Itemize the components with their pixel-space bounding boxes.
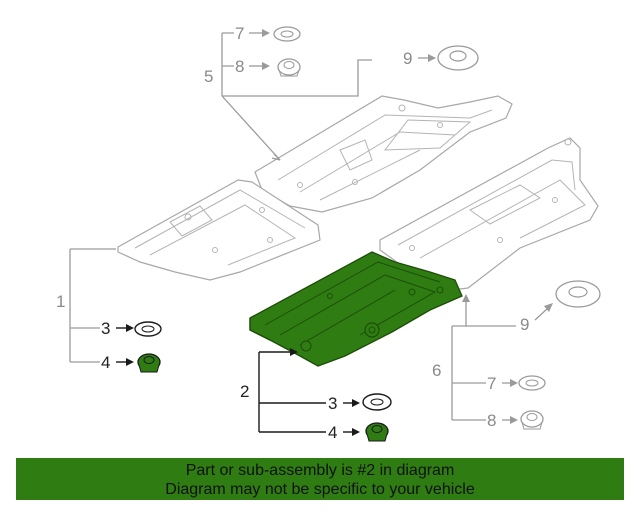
washer-7-top[interactable]: [273, 26, 301, 42]
callout-3-left: 3: [101, 319, 110, 338]
banner-line-2: Diagram may not be specific to your vehi…: [165, 481, 475, 498]
left-underbody-shield[interactable]: [117, 179, 321, 281]
highlighted-shield-part-2[interactable]: [249, 251, 463, 367]
callout-9-top: 9: [403, 49, 412, 68]
callout-4-left: 4: [101, 353, 110, 372]
nut-4-left[interactable]: [137, 353, 161, 373]
callout-4-center: 4: [328, 423, 337, 442]
callout-5: 5: [204, 67, 213, 86]
rear-underbody-shield[interactable]: [254, 95, 513, 213]
grommet-9-right[interactable]: [555, 280, 601, 308]
callout-8-right: 8: [487, 411, 496, 430]
nut-8-right[interactable]: [520, 410, 544, 430]
nut-4-center[interactable]: [365, 422, 389, 442]
callout-3-center: 3: [328, 394, 337, 413]
washer-7-right[interactable]: [518, 375, 546, 391]
parts-diagram: 5 7 8 9 1 3 4 2 3: [56, 24, 601, 442]
callout-1: 1: [56, 292, 65, 311]
callout-9-right: 9: [520, 315, 529, 334]
callout-7-right: 7: [487, 374, 496, 393]
banner-line-1: Part or sub-assembly is #2 in diagram: [185, 462, 455, 479]
washer-3-left[interactable]: [134, 321, 162, 337]
callout-6: 6: [432, 361, 441, 380]
nut-8-top[interactable]: [277, 58, 301, 77]
grommet-9-top[interactable]: [437, 45, 479, 71]
callout-8-top: 8: [235, 57, 244, 76]
callout-7-top: 7: [235, 24, 244, 43]
washer-3-center[interactable]: [362, 393, 392, 411]
info-banner: Part or sub-assembly is #2 in diagram Di…: [16, 458, 624, 500]
callout-2: 2: [240, 382, 249, 401]
